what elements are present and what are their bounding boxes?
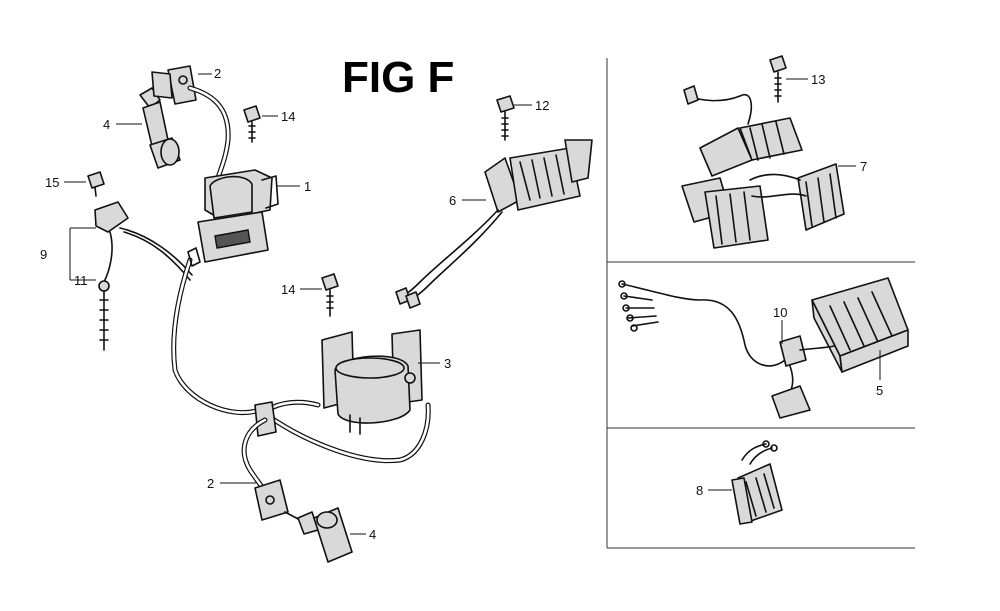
part-14-bolt-top — [243, 105, 261, 143]
main-harness-wire — [171, 247, 431, 464]
callout-4-top: 4 — [103, 117, 110, 132]
figure-title: FIG F — [342, 53, 454, 102]
part-9-ground-terminal — [94, 201, 193, 351]
part-4-bottom-plug-cap — [284, 507, 353, 563]
callout-2-bottom: 2 — [207, 476, 214, 491]
callout-15: 15 — [45, 175, 59, 190]
callout-14-top: 14 — [281, 109, 295, 124]
part-3-ignition-coil — [265, 329, 423, 435]
callout-11: 11 — [74, 273, 88, 288]
callout-10: 10 — [773, 305, 787, 320]
callout-5: 5 — [876, 383, 883, 398]
part-4-top-plug-cap — [139, 87, 181, 169]
callout-6: 6 — [449, 193, 456, 208]
callout-1: 1 — [304, 179, 311, 194]
part-2-bottom-clamp — [241, 401, 289, 521]
part-15-bolt — [87, 171, 105, 197]
leader-lines — [64, 73, 881, 535]
callout-9: 9 — [40, 247, 47, 262]
panel-dividers — [606, 58, 915, 549]
part-14-bolt-middle — [321, 273, 339, 317]
callout-4-bottom: 4 — [369, 527, 376, 542]
callout-8: 8 — [696, 483, 703, 498]
part-7-stator — [681, 85, 845, 249]
callout-13: 13 — [811, 72, 825, 87]
part-12-bolt — [496, 95, 515, 141]
callout-14-mid: 14 — [281, 282, 295, 297]
part-5-regulator — [811, 277, 909, 373]
part-10-harness — [618, 280, 835, 419]
callout-12: 12 — [535, 98, 549, 113]
callout-7: 7 — [860, 159, 867, 174]
part-6-charge-coil — [395, 139, 593, 309]
callout-labels: 2 4 14 1 15 9 11 14 3 2 4 12 6 13 7 10 5… — [40, 66, 883, 542]
callout-3: 3 — [444, 356, 451, 371]
part-1-ignition-coil — [197, 169, 279, 263]
part-8-rectifier — [731, 440, 783, 525]
callout-2-top: 2 — [214, 66, 221, 81]
part-13-bolt — [769, 55, 787, 103]
